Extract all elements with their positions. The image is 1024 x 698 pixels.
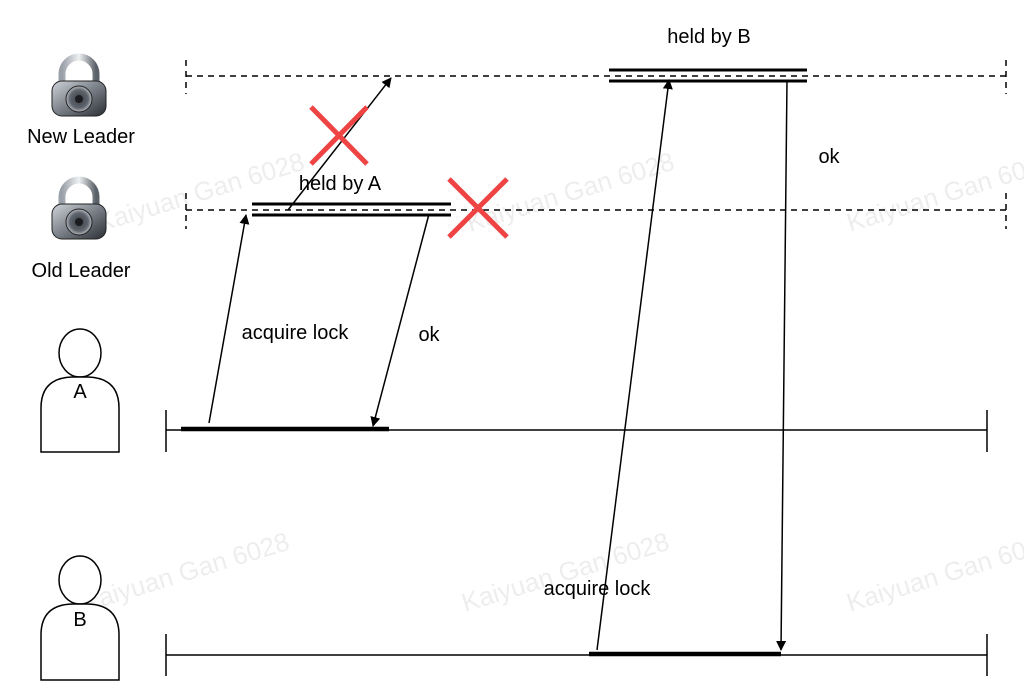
label-a-acquire-lock: acquire lock — [242, 322, 350, 344]
watermark-text: Kaiyuan Gan 6028 — [78, 526, 293, 618]
arrow-new-leader-ok — [776, 79, 788, 651]
person-icon — [40, 328, 120, 453]
timeline-old-leader — [185, 193, 1007, 229]
participant-label-a: A — [73, 381, 87, 403]
lock-hold-bar-new-leader — [609, 68, 807, 83]
arrow-a-acquire-lock — [208, 214, 250, 424]
arrow-old-leader-ok — [370, 213, 430, 427]
person-icon — [40, 555, 120, 681]
label-b-ok: ok — [818, 146, 840, 168]
label-a-ok: ok — [418, 324, 440, 346]
lock-icon — [51, 53, 107, 117]
watermarks: Kaiyuan Gan 6028 Kaiyuan Gan 6028 Kaiyua… — [78, 146, 1024, 618]
arrow-b-acquire-lock — [596, 79, 673, 651]
lock-hold-bar-old-leader — [252, 202, 451, 217]
label-b-acquire-lock: acquire lock — [544, 578, 652, 600]
label-held-by-b: held by B — [667, 26, 750, 48]
watermark-text: Kaiyuan Gan 6028 — [93, 146, 308, 238]
participant-label-new-leader: New Leader — [27, 126, 135, 148]
participant-label-old-leader: Old Leader — [32, 260, 131, 282]
cross-icon — [447, 177, 509, 239]
lock-icon — [51, 176, 107, 240]
cross-icon — [309, 105, 369, 166]
timeline-b — [165, 634, 988, 676]
label-held-by-a: held by A — [299, 173, 382, 195]
watermark-text: Kaiyuan Gan 6028 — [843, 146, 1024, 238]
arrow-replication — [287, 77, 392, 211]
watermark-text: Kaiyuan Gan 6028 — [843, 526, 1024, 618]
timeline-new-leader — [185, 60, 1007, 94]
watermark-text: Kaiyuan Gan 6028 — [458, 526, 673, 618]
participant-label-b: B — [73, 609, 86, 631]
